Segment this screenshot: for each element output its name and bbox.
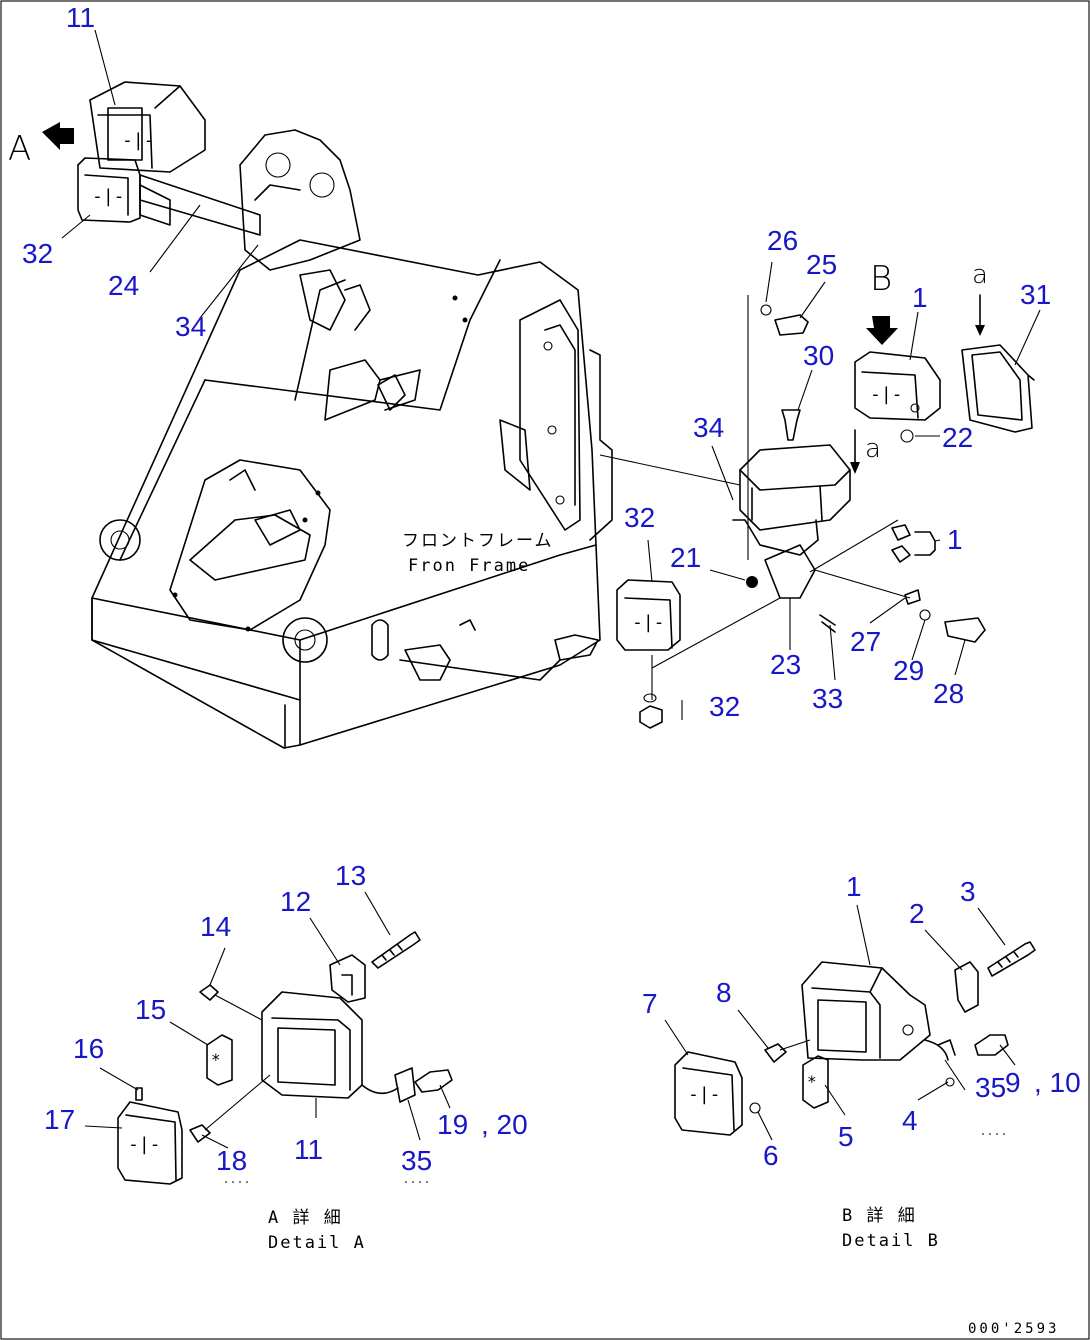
callout-b-4: 4 (902, 1105, 918, 1136)
svg-text:-|-: -|- (92, 186, 125, 207)
view-label-b: B (870, 259, 893, 299)
callout-a-15: 15 (135, 994, 167, 1025)
front-frame-drawing (91, 129, 613, 749)
callout-b-10: , 10 (1034, 1067, 1081, 1098)
callout-b-6: 6 (763, 1140, 779, 1171)
detail-b-drawing: * -|- (664, 904, 1036, 1141)
svg-text:*: * (807, 1072, 817, 1091)
leader-lines-main (61, 29, 1041, 720)
callout-a-16: 16 (73, 1033, 105, 1064)
callout-32-right: 32 (624, 502, 656, 533)
detail-a-drawing: * -|- (84, 891, 453, 1185)
svg-text:-|-: -|- (128, 1134, 161, 1155)
callout-34-right: 34 (693, 412, 725, 443)
svg-text:-|-: -|- (122, 130, 155, 151)
svg-text:-|-: -|- (632, 612, 665, 633)
svg-text:-|-: -|- (688, 1084, 721, 1105)
right-lamp-assembly: -|- -|- (616, 294, 1035, 729)
detail-b-caption-jp: B 詳 細 (842, 1206, 917, 1226)
callout-34: 34 (175, 311, 207, 342)
callout-b-1: 1 (846, 871, 862, 902)
callout-a-12: 12 (280, 886, 312, 917)
callout-25: 25 (806, 249, 838, 280)
callout-a-35: 35 (401, 1145, 433, 1176)
callout-b-7: 7 (642, 988, 658, 1019)
detail-a-caption-en: Detail A (268, 1233, 366, 1253)
callout-27: 27 (850, 626, 882, 657)
detail-a-caption-jp: A 詳 細 (268, 1208, 343, 1228)
callout-21: 21 (670, 542, 702, 573)
callout-29: 29 (893, 655, 925, 686)
frame-label-en: Fron Frame (408, 556, 531, 576)
callout-22: 22 (942, 422, 974, 453)
document-number: 000'2593 (968, 1321, 1060, 1337)
callout-24: 24 (108, 270, 140, 301)
detail-b-caption-en: Detail B (842, 1231, 940, 1251)
callout-33: 33 (812, 683, 844, 714)
callout-a-19: 19 (437, 1109, 469, 1140)
svg-text:-|-: -|- (870, 384, 903, 405)
callout-32: 32 (22, 238, 54, 269)
svg-text:*: * (211, 1050, 221, 1069)
callout-a-13: 13 (335, 860, 367, 891)
view-label-a-small-2: a (865, 434, 881, 464)
callout-a-18: 18 (216, 1145, 248, 1176)
callout-23: 23 (770, 649, 802, 680)
callout-1-right: 1 (947, 524, 963, 555)
callout-a-14: 14 (200, 911, 232, 942)
callout-a-20: , 20 (481, 1109, 528, 1140)
callout-b-5: 5 (838, 1121, 854, 1152)
callout-32-bottom: 32 (709, 691, 741, 722)
callout-b-3: 3 (960, 876, 976, 907)
callout-b-2: 2 (909, 898, 925, 929)
view-label-a-small-1: a (972, 260, 988, 290)
callout-b-8: 8 (716, 977, 732, 1008)
callout-1-top: 1 (912, 282, 928, 313)
callout-a-11: 11 (294, 1134, 324, 1165)
callout-28: 28 (933, 678, 965, 709)
frame-label-jp: フロントフレーム (402, 531, 554, 551)
callout-31: 31 (1020, 279, 1052, 310)
callout-11: 11 (66, 2, 96, 33)
callout-a-17: 17 (44, 1104, 76, 1135)
view-label-a: A (8, 129, 32, 169)
callout-b-35: 35 (975, 1072, 1007, 1103)
upper-lamp-group: -|- -|- (42, 81, 261, 236)
callout-26: 26 (767, 225, 799, 256)
callout-b-9: 9 (1005, 1067, 1021, 1098)
tick-marks (225, 1133, 1008, 1183)
callout-30: 30 (803, 340, 835, 371)
